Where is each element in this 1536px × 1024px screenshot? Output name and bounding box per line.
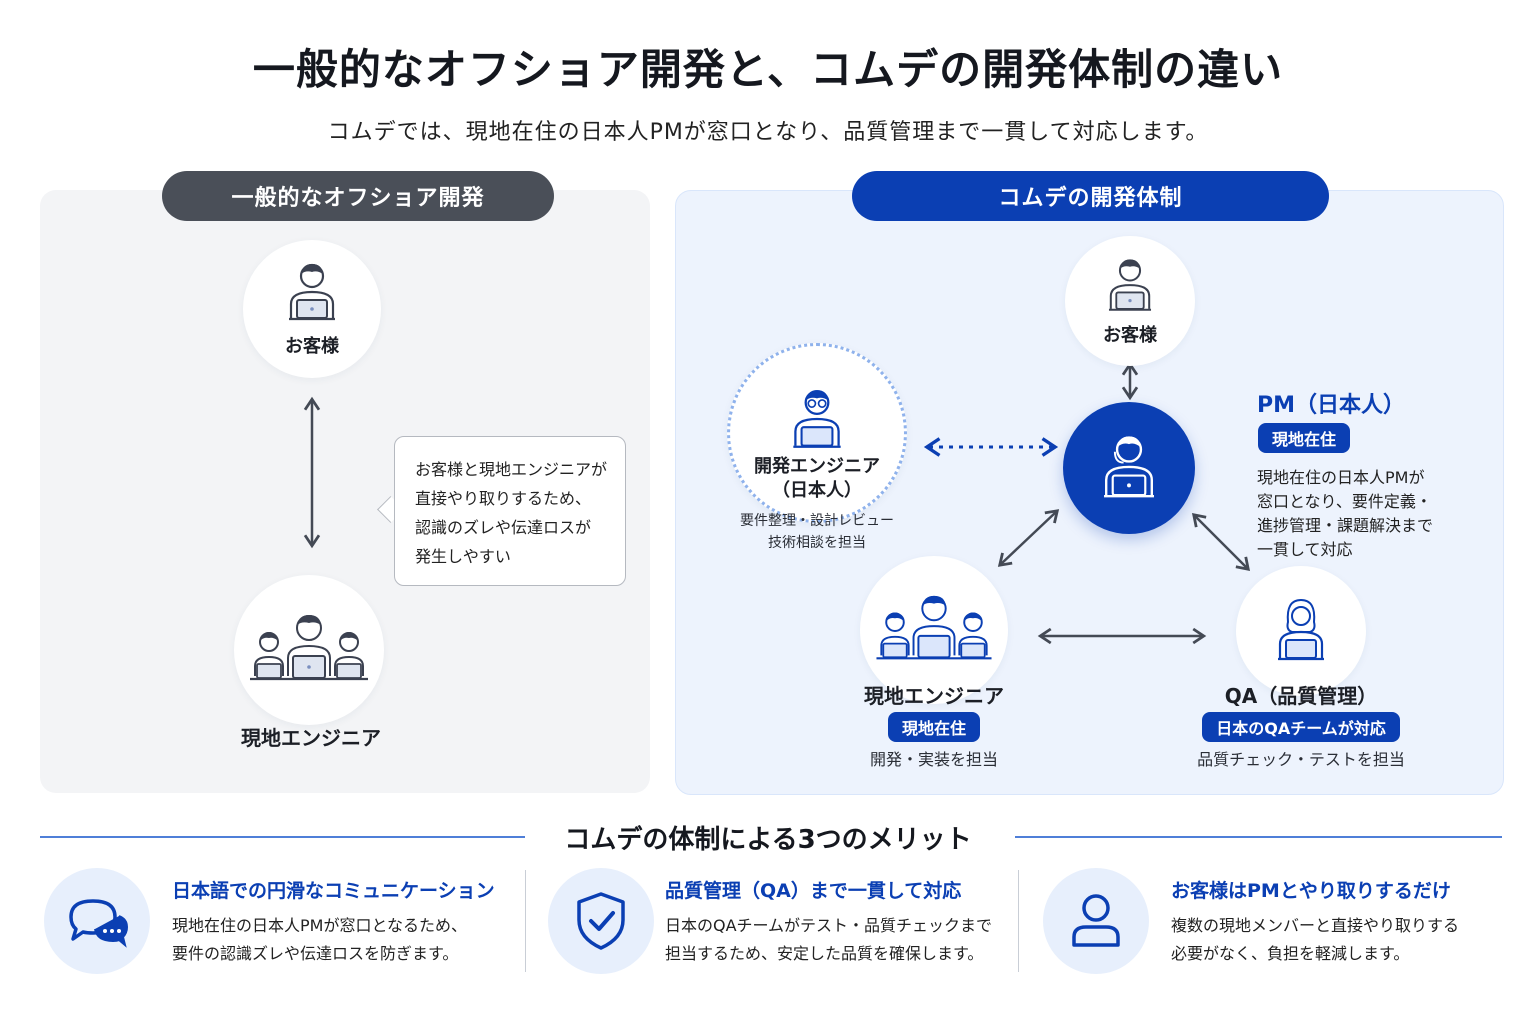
jp-engineer-desc: 要件整理・設計レビュー 技術相談を担当 xyxy=(707,510,927,554)
bubble-line-3: 認識のズレや伝達ロスが xyxy=(415,518,592,537)
merit-separator-2 xyxy=(1018,870,1019,972)
local-engineers-badge: 現地在住 xyxy=(887,712,980,742)
offshore-panel-header: 一般的なオフショア開発 xyxy=(162,171,554,221)
pm-desc: 現地在住の日本人PMが 窓口となり、要件定義・ 進捗管理・課題解決まで 一貫して… xyxy=(1257,466,1497,562)
jp-engineer-label-line2: （日本人） xyxy=(772,480,862,501)
merit-separator-1 xyxy=(525,870,526,972)
bubble-line-4: 発生しやすい xyxy=(415,547,511,566)
merit-1-desc: 現地在住の日本人PMが窓口となるため、 要件の認識ズレや伝達ロスを防ぎます。 xyxy=(172,912,467,968)
qa-pm-arrow xyxy=(1191,512,1251,572)
right-customer-node: お客様 xyxy=(1065,236,1195,366)
pm-badge-wrap: 現地在住 xyxy=(1258,423,1351,453)
page-subtitle: コムデでは、現地在住の日本人PMが窓口となり、品質管理まで一貫して対応します。 xyxy=(327,120,1209,145)
local-engineers-node xyxy=(860,556,1008,704)
pm-desc-line1: 現地在住の日本人PMが xyxy=(1257,468,1425,487)
qa-woman-icon xyxy=(1278,598,1324,661)
merit-1-icon-circle xyxy=(44,868,150,974)
merit-3-desc-line1: 複数の現地メンバーと直接やり取りする xyxy=(1171,916,1460,935)
merit-3-desc: 複数の現地メンバーと直接やり取りする 必要がなく、負担を軽減します。 xyxy=(1171,912,1459,968)
pm-desc-line4: 一貫して対応 xyxy=(1257,540,1353,559)
local-engineers-pm-arrow xyxy=(997,509,1060,567)
jp-engineer-node xyxy=(727,343,907,523)
jp-engineer-label: 開発エンジニア （日本人） xyxy=(717,455,917,503)
qa-node xyxy=(1236,566,1366,696)
merits-heading: コムデの体制による3つのメリット xyxy=(564,825,972,855)
jp-engineer-desc-line2: 技術相談を担当 xyxy=(768,535,866,551)
merit-2-icon-circle xyxy=(548,868,654,974)
jp-engineer-desc-line1: 要件整理・設計レビュー xyxy=(740,513,894,529)
local-engineers-desc: 開発・実装を担当 xyxy=(869,750,998,769)
qa-desc: 品質チェック・テストを担当 xyxy=(1197,750,1405,769)
qa-label: QA（品質管理） xyxy=(1224,684,1378,708)
merit-2-desc-line1: 日本のQAチームがテスト・品質チェックまで xyxy=(665,916,993,935)
shield-check-icon xyxy=(577,892,625,950)
local-engineers-label: 現地エンジニア xyxy=(864,684,1004,708)
chat-bubbles-icon xyxy=(69,899,129,948)
jp-engineer-label-line1: 開発エンジニア xyxy=(754,456,880,477)
merit-2-desc-line2: 担当するため、安定した品質を確保します。 xyxy=(665,944,984,963)
qa-badge: 日本のQAチームが対応 xyxy=(1202,712,1400,742)
pm-title: PM（日本人） xyxy=(1257,393,1406,418)
merit-2-title: 品質管理（QA）まで一貫して対応 xyxy=(665,880,962,902)
merit-3-title: お客様はPMとやり取りするだけ xyxy=(1171,880,1451,902)
bubble-line-2: 直接やり取りするため、 xyxy=(415,489,592,508)
comde-panel-header: コムデの開発体制 xyxy=(852,171,1329,221)
customer-person-icon xyxy=(289,263,335,321)
left-engineers-label: 現地エンジニア xyxy=(241,726,381,750)
merit-divider-right xyxy=(1015,836,1502,838)
local-engineers-badge-wrap: 現地在住 xyxy=(832,712,1036,742)
merit-3-icon-circle xyxy=(1043,868,1149,974)
customer-person-icon xyxy=(1108,259,1152,311)
merit-1-desc-line1: 現地在住の日本人PMが窓口となるため、 xyxy=(172,916,467,935)
user-icon xyxy=(1072,894,1120,947)
engineer-team-icon xyxy=(250,615,368,681)
merit-1-desc-line2: 要件の認識ズレや伝達ロスを防ぎます。 xyxy=(172,944,459,963)
left-customer-node: お客様 xyxy=(243,240,381,378)
right-customer-label: お客様 xyxy=(1103,325,1157,346)
left-engineers-node xyxy=(234,575,384,725)
page-title: 一般的なオフショア開発と、コムデの開発体制の違い xyxy=(252,45,1284,94)
comde-connectors xyxy=(923,361,1251,645)
pm-badge: 現地在住 xyxy=(1258,423,1351,453)
qa-badge-wrap: 日本のQAチームが対応 xyxy=(1180,712,1422,742)
merit-2-desc: 日本のQAチームがテスト・品質チェックまで 担当するため、安定した品質を確保しま… xyxy=(665,912,992,968)
left-customer-label: お客様 xyxy=(285,336,339,357)
merit-divider-left xyxy=(40,836,525,838)
engineer-glasses-icon xyxy=(793,390,841,448)
pm-desc-line2: 窓口となり、要件定義・ xyxy=(1257,492,1432,511)
left-direct-arrow xyxy=(303,396,321,549)
bubble-line-1: お客様と現地エンジニアが xyxy=(415,460,608,479)
engineer-team-icon xyxy=(876,595,992,660)
pm-desc-line3: 進捗管理・課題解決まで xyxy=(1257,516,1434,535)
pm-node xyxy=(1063,402,1195,534)
merit-1-title: 日本語での円滑なコミュニケーション xyxy=(172,880,495,902)
pm-headset-icon xyxy=(1104,436,1154,498)
issue-speech-bubble: お客様と現地エンジニアが 直接やり取りするため、 認識のズレや伝達ロスが 発生し… xyxy=(394,436,626,586)
merit-3-desc-line2: 必要がなく、負担を軽減します。 xyxy=(1171,944,1410,963)
